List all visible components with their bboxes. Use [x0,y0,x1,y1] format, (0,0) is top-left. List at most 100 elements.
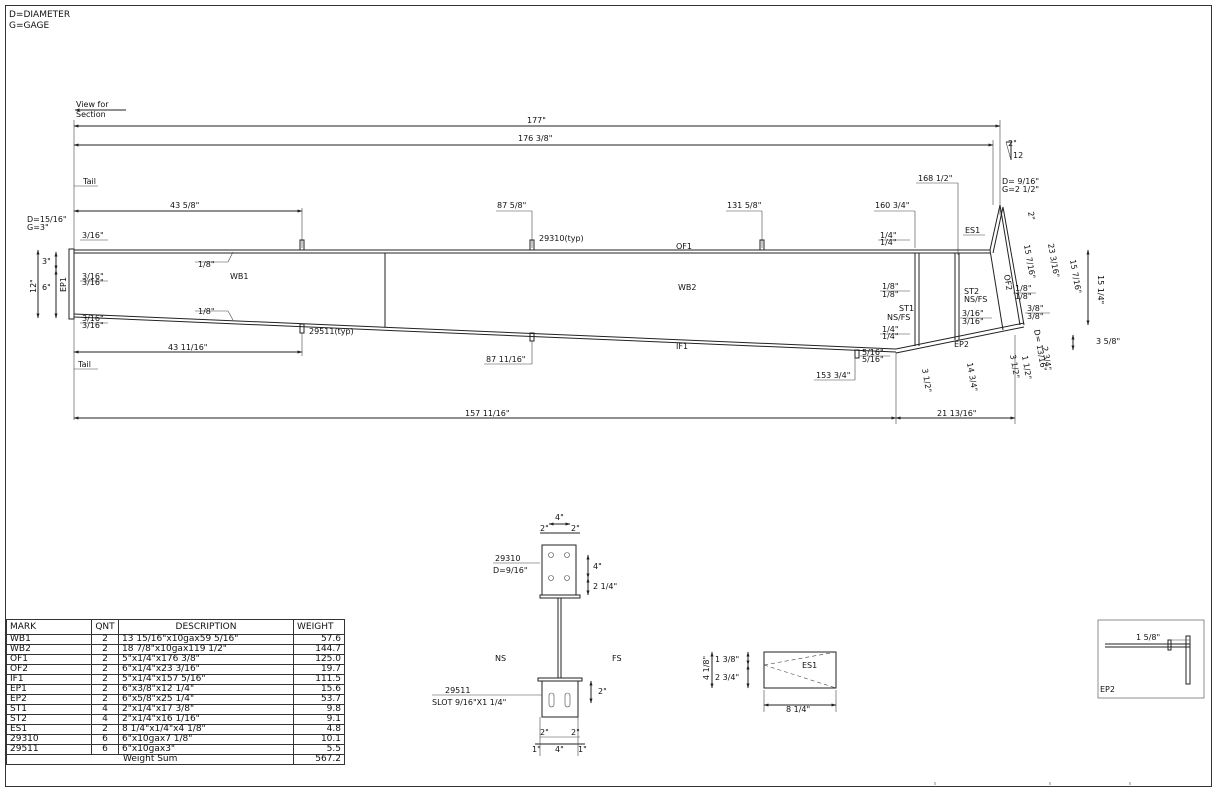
dim-6: 6" [42,283,51,292]
sec-dim-2a: 2" [540,524,549,533]
sec-dim-2b: 2" [571,524,580,533]
weld-316-mid-b: 3/16" [82,278,104,287]
bom-header-row: MARK QNT DESCRIPTION WEIGHT [6,619,345,635]
girder-elevation: View for Section 177" 176 3/8" 2" 12 168… [27,100,1120,424]
hole-left-gage: G=3" [27,223,49,232]
sec-slot-29511: SLOT 9/16"X1 1/4" [432,698,506,707]
bom-cell-description: 5"x1/4"x176 3/8" [118,654,294,665]
dim-21: 21 13/16" [937,409,976,418]
dim-14-3-4: 14 3/4" [965,362,979,392]
dim-157: 157 11/16" [465,409,510,418]
ep2-detail: 1 5/8" EP2 [1097,619,1205,699]
es1-dim-2-3-4: 2 3/4" [715,673,739,682]
weld-14-top: 1/4" [880,231,897,240]
sec-dim-2d: 2" [571,728,580,737]
sec-hole-29310: D=9/16" [493,566,528,575]
bom-cell-qnt: 4 [91,704,119,715]
drawing-frame [5,5,1212,787]
dim-3: 3" [42,257,51,266]
bom-cell-description: 5"x1/4"x157 5/16" [118,674,294,685]
bom-cell-description: 6"x3/8"x12 1/4" [118,684,294,695]
weld-14-bot-b: 1/4" [882,332,899,341]
bom-cell-description: 8 1/4"x1/4"x4 1/8" [118,724,294,735]
bom-sum-label: Weight Sum [6,754,294,765]
sec-dim-1a: 1" [532,745,541,754]
dim-43-top: 43 5/8" [170,201,199,210]
bom-cell-description: 6"x5/8"x25 1/4" [118,694,294,705]
label-st2-side: NS/FS [964,295,987,304]
section-label: Section [76,110,106,119]
bom-cell-mark: IF1 [6,674,92,685]
bom-cell-qnt: 2 [91,724,119,735]
sec-dim-4-bot: 4" [555,745,564,754]
weld-18-st-b: 1/8" [882,290,899,299]
bom-cell-description: 6"x10gax7 1/8" [118,734,294,745]
sec-dim-4-side: 4" [593,562,602,571]
bom-cell-weight: 4.8 [293,724,345,735]
tail-top: Tail [82,177,96,186]
weld-14-bot: 1/4" [882,325,899,334]
girder-section: 4" 2" 2" 29310 D=9/16" 4" 2 1/4" NS FS 2… [432,513,622,756]
view-for-label: View for [76,100,109,109]
bom-cell-qnt: 2 [91,644,119,655]
bom-cell-weight: 144.7 [293,644,345,655]
bom-header-qnt: QNT [91,619,119,635]
bom-cell-qnt: 6 [91,734,119,745]
hole-left-diameter: D=15/16" [27,215,67,224]
bom-cell-description: 2"x1/4"x17 3/8" [118,704,294,715]
dim-15-7-16b: 15 7/16" [1068,259,1083,294]
weld-18-of2-b: 1/8" [1015,292,1032,301]
sec-ref-29511: 29511 [445,686,470,695]
ref-29511: 29511(typ) [309,327,354,336]
bom-cell-weight: 9.1 [293,714,345,725]
label-ns: NS [495,654,506,663]
dim-overall: 177" [527,116,546,125]
slope-rise: 2" [1008,139,1017,148]
label-st1-side: NS/FS [887,313,910,322]
bom-cell-description: 13 15/16"x10gax59 5/16" [118,634,294,645]
hole-right-gage: G=2 1/2" [1002,185,1039,194]
sec-dim-1b: 1" [578,745,587,754]
ep1-label: EP1 [59,277,68,292]
weld-316-bot: 3/16" [82,314,104,323]
label-wb2: WB2 [678,283,697,292]
hole-right-diameter: D= 9/16" [1002,177,1039,186]
dim-1-1-2: 1 1/2" [1020,355,1033,380]
dim-15-7-16a: 15 7/16" [1022,244,1037,279]
bom-cell-description: 18 7/8"x10gax119 1/2" [118,644,294,655]
note-gage: G=GAGE [9,21,50,31]
bom-cell-weight: 9.8 [293,704,345,715]
bom-cell-mark: OF2 [6,664,92,675]
es1-callout: ES1 [965,226,980,235]
sec-dim-2c: 2" [540,728,549,737]
weld-316-st2-b: 3/16" [962,317,984,326]
bom-cell-qnt: 2 [91,694,119,705]
drawing-notes: D=DIAMETER G=GAGE [9,10,70,32]
weld-316-mid: 3/16" [82,272,104,281]
es1-dim-4-1-8: 4 1/8" [702,656,711,680]
label-if1: IF1 [676,342,688,351]
bom-cell-qnt: 2 [91,634,119,645]
dim-87-bot: 87 11/16" [486,355,525,364]
dim-15-1-4: 15 1/4" [1096,275,1105,304]
label-st2: ST2 [964,287,979,296]
label-wb1: WB1 [230,272,249,281]
es1-dim-8-1-4: 8 1/4" [786,705,810,714]
ep2-dim: 1 5/8" [1136,633,1160,642]
bom-cell-weight: 57.6 [293,634,345,645]
bom-header-description: DESCRIPTION [118,619,294,635]
es1-detail: 4 1/8" 1 3/8" 2 3/4" ES1 8 1/4" [702,651,837,714]
bom-sum-value: 567.2 [293,754,345,765]
bom-cell-mark: ST2 [6,714,92,725]
bom-cell-qnt: 6 [91,744,119,755]
dim-23-3-16: 23 3/16" [1046,243,1061,278]
weld-516: 5/16" [862,348,884,357]
tail-bottom: Tail [77,360,91,369]
bom-cell-mark: 29511 [6,744,92,755]
